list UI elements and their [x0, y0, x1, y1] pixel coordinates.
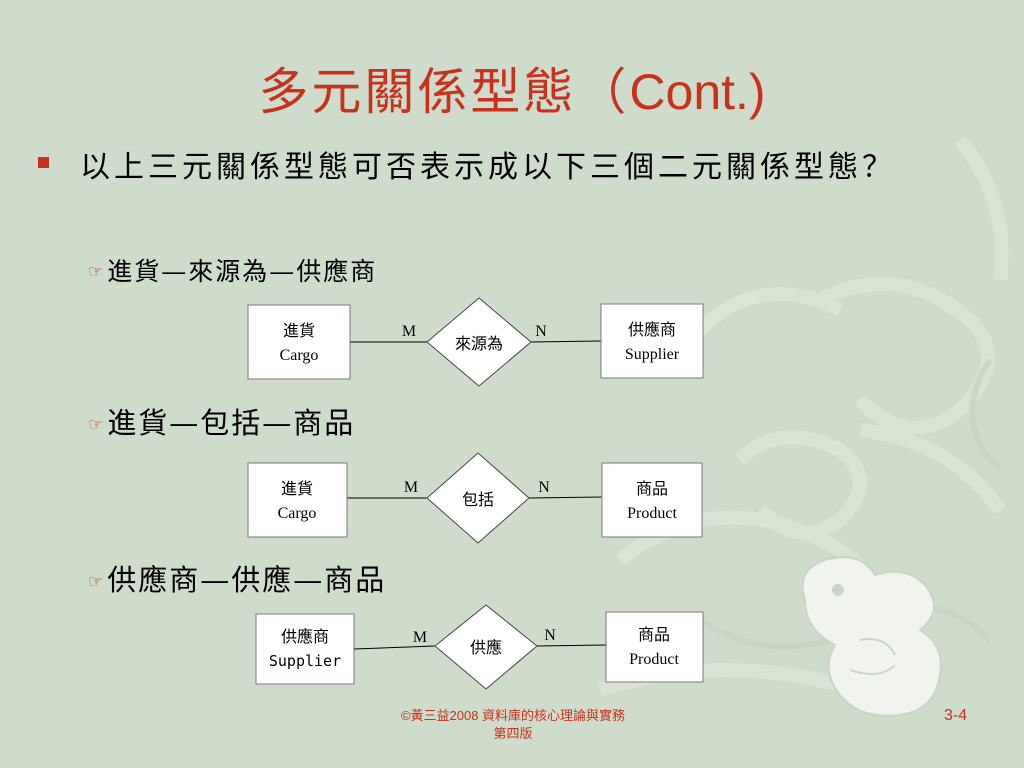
- entity-box-right: [601, 462, 703, 538]
- bullet-square-icon: [38, 157, 49, 168]
- entity-left-name: 供應商: [281, 627, 329, 646]
- cardinality-left: M: [404, 479, 418, 496]
- sub-item-text: 供應商—供應—商品: [107, 563, 387, 597]
- sub-bullet-icon: ☞: [88, 262, 104, 282]
- sub-bullet-icon: ☞: [88, 572, 104, 592]
- entity-right-english: Product: [629, 651, 679, 668]
- sub-bullet-icon: ☞: [88, 415, 104, 435]
- sub-item-text: 進貨—來源為—供應商: [107, 257, 378, 286]
- relationship-diamond: [426, 452, 530, 544]
- relationship-diamond: [434, 604, 538, 690]
- sub-item-text: 進貨—包括—商品: [107, 406, 356, 440]
- relationship-label: 來源為: [455, 335, 503, 353]
- entity-left-english: Cargo: [280, 347, 319, 364]
- entity-box-left: [255, 613, 355, 685]
- relationship-label: 包括: [462, 491, 494, 509]
- entity-right-english: Supplier: [625, 346, 680, 363]
- entity-box-right: [605, 611, 704, 683]
- bullet-text: 以上三元關係型態可否表示成以下三個二元關係型態？: [80, 150, 896, 185]
- entity-right-name: 商品: [636, 480, 668, 498]
- entity-left-english: Supplier: [269, 652, 341, 670]
- entity-left-english: Cargo: [278, 505, 317, 522]
- jade-dragon-logo: [801, 556, 942, 717]
- sub-item-1: ☞進貨—來源為—供應商: [88, 252, 377, 288]
- cardinality-right: N: [535, 323, 547, 340]
- entity-box-left: [247, 304, 351, 380]
- slide-title: 多元關係型態（Cont.): [0, 52, 1024, 124]
- entity-right-english: Product: [627, 505, 677, 522]
- entity-box-left: [247, 462, 348, 538]
- relationship-label: 供應: [470, 638, 502, 657]
- footer-line-2: 第四版: [493, 726, 533, 741]
- footer-line-1: ©黃三益2008 資料庫的核心理論與實務: [400, 708, 626, 723]
- title-latin: Cont.): [629, 64, 766, 120]
- entity-box-right: [600, 303, 704, 379]
- footer-credit: ©黃三益2008 資料庫的核心理論與實務 第四版: [340, 707, 686, 743]
- er-diagram-1: 進貨 Cargo 來源為 供應商 Supplier M N: [247, 297, 704, 387]
- entity-right-name: 商品: [638, 626, 670, 644]
- cardinality-right: N: [538, 479, 550, 496]
- er-diagram-3: 供應商 Supplier 供應 商品 Product M N: [255, 604, 704, 690]
- relationship-diamond: [426, 297, 532, 387]
- er-diagram-2: 進貨 Cargo 包括 商品 Product M N: [247, 452, 703, 544]
- page-number: 3-4: [944, 707, 968, 724]
- entity-left-name: 進貨: [283, 322, 315, 340]
- entity-left-name: 進貨: [281, 480, 313, 498]
- sub-item-3: ☞供應商—供應—商品: [88, 557, 386, 599]
- cardinality-left: M: [413, 629, 427, 646]
- entity-right-name: 供應商: [628, 320, 676, 339]
- sub-item-2: ☞進貨—包括—商品: [88, 400, 355, 442]
- cardinality-right: N: [544, 627, 556, 644]
- title-main: 多元關係型態（: [258, 63, 630, 121]
- cardinality-left: M: [402, 323, 416, 340]
